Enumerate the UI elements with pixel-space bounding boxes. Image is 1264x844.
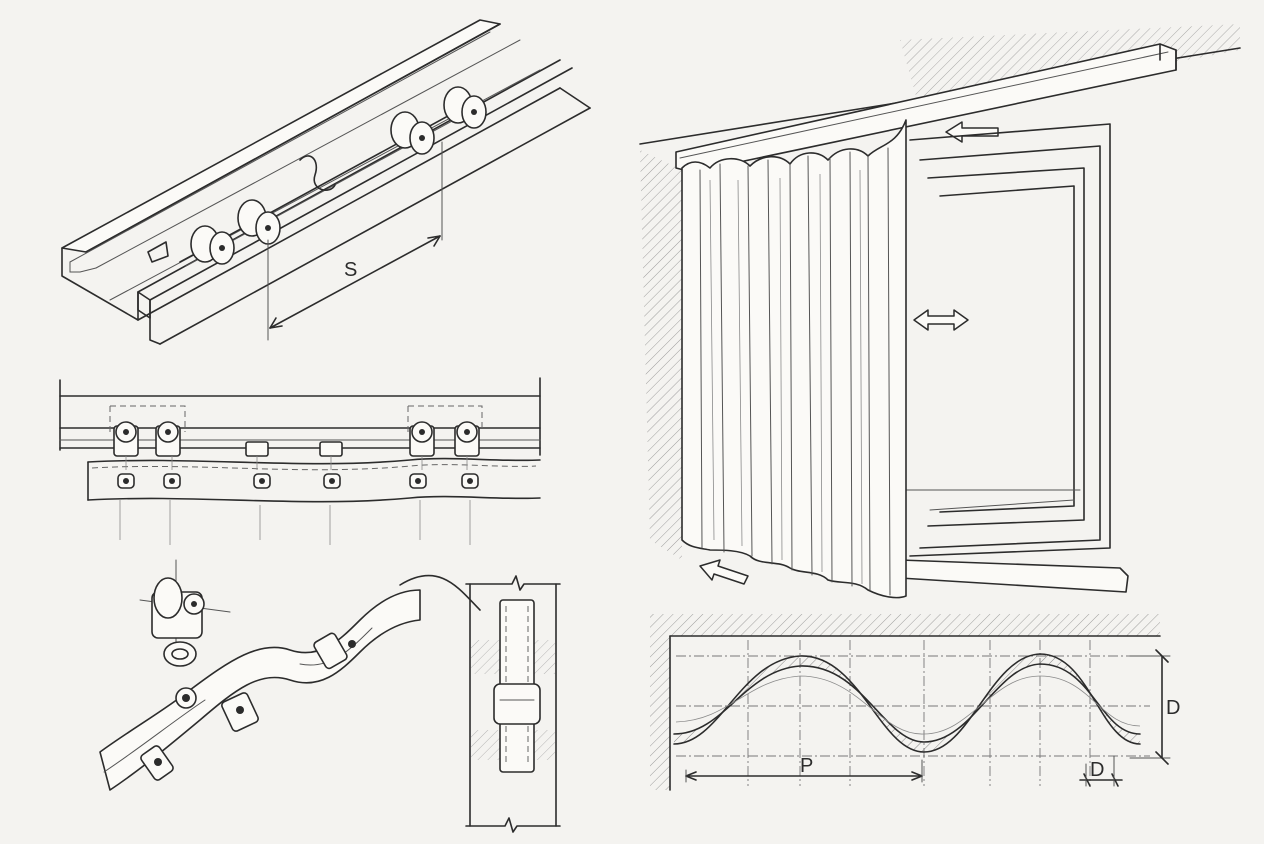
track-isometric-detail: S [61,19,591,345]
glider-blocks [245,441,343,457]
dimension-label-s: S [344,259,357,281]
direction-arrow-left [945,121,999,143]
tape-eyelets [117,473,479,489]
tape-front-view [465,575,561,833]
curtain-panel [681,119,907,599]
double-arrow [913,309,969,331]
track-side-elevation [59,377,541,545]
dimension-label-p: P [800,755,813,777]
tape-tabs [140,632,356,781]
curtain-installation-view [639,24,1241,599]
window-sill [899,559,1129,593]
direction-arrow-bottom [699,559,749,585]
dimension-label-d-depth: D [1166,697,1180,719]
carrier-tape-detail [99,559,481,791]
tape-loop [493,683,541,725]
carrier-wheels [113,421,480,457]
dimension-label-d-offset: D [1090,759,1104,781]
wave-section-diagram: P D D [650,614,1180,791]
